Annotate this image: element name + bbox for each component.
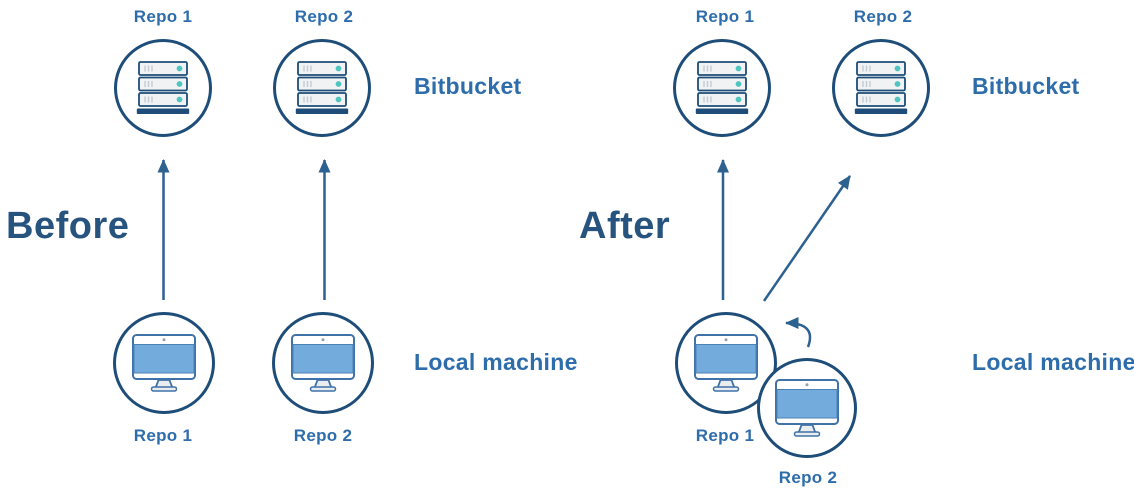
before-server1-circle (114, 39, 212, 137)
after-local-repo2-label: Repo 2 (778, 468, 838, 487)
after-local-repo1-label: Repo 1 (695, 426, 755, 445)
before-machine1-circle (113, 312, 215, 414)
before-local-repo2-label: Repo 2 (293, 426, 353, 445)
before-bitbucket-label: Bitbucket (414, 73, 522, 99)
server-rack-icon (695, 61, 749, 115)
after-local-machine-label: Local machine (972, 349, 1134, 375)
before-server2-circle (273, 39, 371, 137)
desktop-monitor-icon (132, 334, 196, 392)
server-rack-icon (136, 61, 190, 115)
server-rack-icon (854, 61, 908, 115)
desktop-monitor-icon (291, 334, 355, 392)
before-machine2-circle (272, 312, 374, 414)
before-heading: Before (6, 205, 130, 247)
after-machine2-circle (757, 358, 857, 458)
after-merge-curved-arrow (785, 317, 812, 348)
after-bitbucket-label: Bitbucket (972, 73, 1080, 99)
before-local-repo1-label: Repo 1 (133, 426, 193, 445)
before-bitbucket-repo2-label: Repo 2 (294, 7, 354, 26)
desktop-monitor-icon (775, 379, 839, 437)
server-rack-icon (295, 61, 349, 115)
after-bitbucket-repo2-label: Repo 2 (853, 7, 913, 26)
after-server2-circle (832, 39, 930, 137)
after-heading: After (579, 205, 671, 247)
before-local-machine-label: Local machine (414, 349, 578, 375)
desktop-monitor-icon (694, 334, 758, 392)
after-push-arrow-repo2 (762, 175, 852, 302)
after-bitbucket-repo1-label: Repo 1 (695, 7, 755, 26)
after-server1-circle (673, 39, 771, 137)
before-bitbucket-repo1-label: Repo 1 (133, 7, 193, 26)
